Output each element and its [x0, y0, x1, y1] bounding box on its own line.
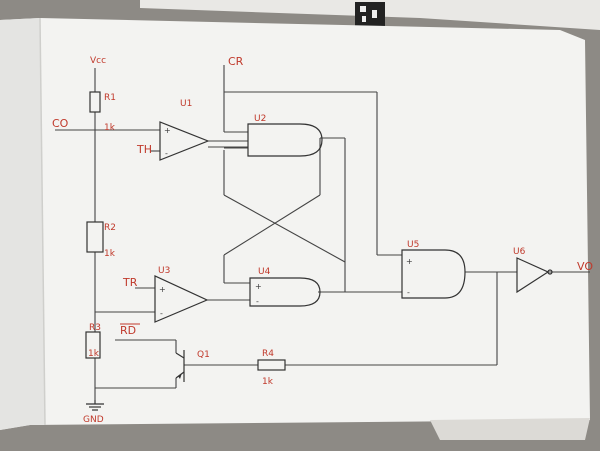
u5-label: U5 [407, 240, 419, 250]
u1-plus: + [164, 126, 171, 135]
q1-label: Q1 [197, 350, 210, 360]
r2-value: 1k [104, 249, 116, 259]
u3-minus: - [160, 309, 163, 318]
co-label: CO [52, 117, 69, 130]
r3-label: R3 [89, 323, 101, 333]
notebook-page [0, 18, 590, 430]
resistor-r1 [89, 91, 101, 113]
rd-label: RD [120, 324, 136, 337]
u4-label: U4 [258, 267, 271, 277]
qr-code-corner [355, 2, 385, 26]
circuit-wires [55, 65, 590, 400]
u1-label: U1 [180, 99, 192, 109]
u4-minus: - [256, 297, 259, 306]
gnd-label: GND [83, 415, 104, 425]
vo-label: VO [577, 260, 593, 273]
u5-plus: + [406, 257, 413, 266]
u3-plus: + [159, 285, 166, 294]
r4-value: 1k [262, 377, 274, 387]
th-label: TH [136, 143, 152, 156]
u5-minus: - [407, 288, 410, 297]
r3-value: 1k [88, 349, 100, 359]
transistor-q1 [175, 350, 185, 382]
u6-output-bubble [547, 269, 553, 275]
comparator-u1 [159, 121, 210, 161]
resistor-r2 [86, 221, 104, 253]
gate-u2 [247, 123, 323, 157]
r4-label: R4 [262, 349, 274, 359]
u4-plus: + [255, 282, 262, 291]
gate-u5 [401, 249, 466, 299]
tr-label: TR [122, 276, 138, 289]
u2-label: U2 [254, 114, 266, 124]
r2-label: R2 [104, 223, 116, 233]
ground-icon [86, 400, 104, 411]
resistor-r4 [257, 359, 286, 371]
buffer-u6 [516, 257, 550, 294]
gate-u4 [249, 277, 321, 307]
u1-minus: - [165, 149, 168, 158]
cr-label: CR [228, 55, 244, 68]
comparator-u3 [154, 275, 209, 323]
u3-label: U3 [158, 266, 170, 276]
u6-label: U6 [513, 247, 526, 257]
r1-label: R1 [104, 93, 116, 103]
page-curl [0, 18, 45, 430]
resistor-r3 [85, 331, 101, 359]
r1-value: 1k [104, 123, 116, 133]
vcc-label: Vcc [90, 56, 106, 66]
